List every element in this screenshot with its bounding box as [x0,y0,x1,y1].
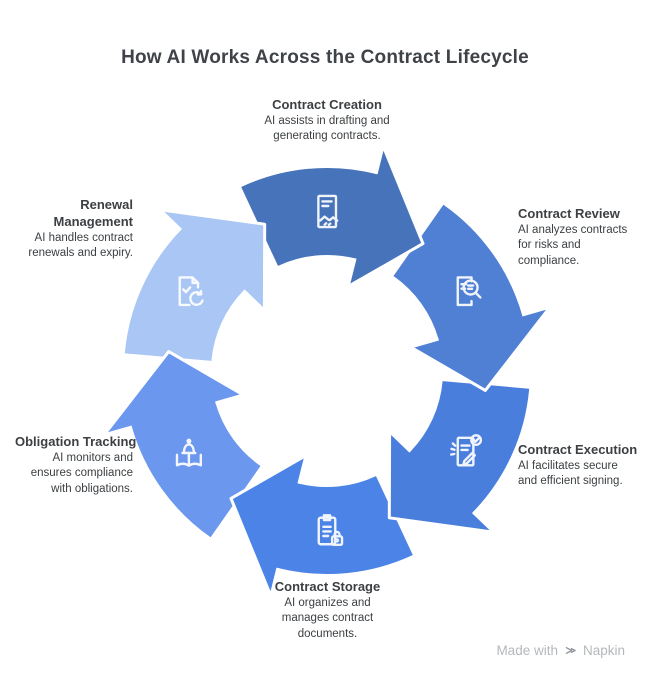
cycle-segment-contract-execution [389,381,530,533]
stage-contract-execution: Contract Execution AI facilitates secure… [518,441,640,490]
cycle-segment-contract-creation [241,145,423,287]
stage-description: AI handles contract renewals and expiry. [28,232,133,260]
stage-title: Renewal Management [53,197,133,230]
stage-description: AI analyzes contracts for risks and comp… [518,224,628,267]
stage-contract-creation: Contract Creation AI assists in drafting… [262,96,392,145]
stage-contract-storage: Contract Storage AI organizes and manage… [270,578,385,642]
cycle-segments [102,144,552,598]
stage-contract-review: Contract Review AI analyzes contracts fo… [518,205,640,269]
cycle-segment-contract-review [393,204,550,391]
cycle-segment-obligation-tracking [104,351,261,538]
stage-description: AI facilitates secure and efficient sign… [518,460,623,488]
arrowhead-outline [387,429,496,534]
watermark-brand: Napkin [582,643,625,658]
arrowhead-outline [409,305,552,392]
cycle-segment-contract-storage [231,455,413,597]
watermark-prefix: Made with [496,643,558,658]
arrowhead-outline [229,453,308,598]
stage-title: Contract Review [518,206,620,221]
arrowhead-outline [102,350,245,437]
napkin-logo-icon [565,647,576,654]
page-title: How AI Works Across the Contract Lifecyc… [121,47,529,68]
stage-title: Contract Execution [518,442,638,457]
stage-obligation-tracking: Obligation Tracking AI monitors and ensu… [15,433,137,497]
arrowhead-outline [158,208,267,313]
stage-description: AI organizes and manages contract docume… [281,597,374,640]
stage-title: Contract Creation [272,97,382,112]
stage-renewal-management: Renewal Management AI handles contract r… [23,196,133,262]
stage-title: Obligation Tracking [15,434,137,449]
stage-description: AI monitors and ensures compliance with … [30,452,133,495]
stage-description: AI assists in drafting and generating co… [264,115,390,143]
cycle-segment-head-renewal-management [160,209,265,311]
napkin-watermark: Made with Napkin [496,643,625,658]
stage-title: Contract Storage [274,579,381,594]
arrowhead-outline [346,144,425,289]
